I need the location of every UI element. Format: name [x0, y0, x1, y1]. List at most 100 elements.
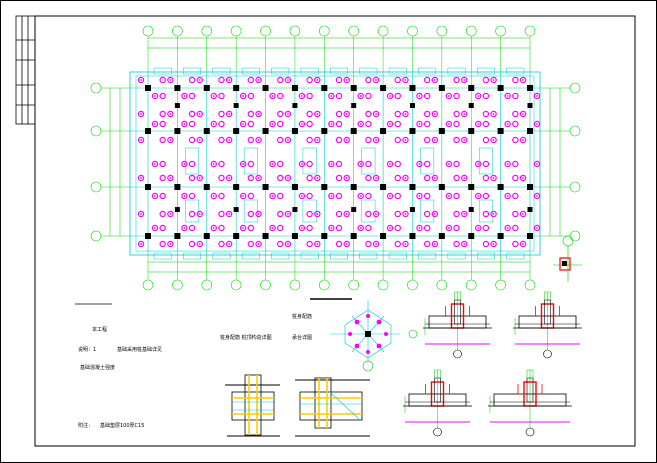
pile-center [477, 227, 480, 229]
pile [504, 192, 511, 200]
pile-cap-elevations [403, 291, 582, 437]
pile-center [330, 95, 333, 97]
pile [461, 210, 468, 218]
pile [306, 210, 313, 218]
pile [533, 192, 541, 200]
pile [402, 110, 409, 118]
axis-bubble [142, 279, 154, 291]
column [468, 233, 475, 239]
pile-center [212, 95, 215, 97]
pile [394, 174, 401, 182]
pile [386, 120, 394, 128]
pile-center [522, 113, 524, 115]
column-cap [434, 369, 441, 379]
title-block [15, 15, 36, 125]
pile [225, 110, 233, 118]
pile [159, 110, 166, 118]
pile-center [140, 177, 142, 179]
pile-center [345, 243, 348, 245]
pile [335, 224, 343, 232]
pile [423, 224, 431, 232]
pile-center [287, 177, 289, 179]
pile-center [375, 177, 377, 179]
pile-center [316, 139, 319, 141]
column [233, 128, 240, 134]
column [350, 233, 357, 239]
pile-center [183, 95, 186, 97]
pile-center [345, 139, 348, 141]
pile-center [257, 177, 260, 179]
pile [475, 192, 482, 200]
pile-center [447, 195, 450, 197]
pile [512, 192, 519, 200]
pile-center [463, 177, 466, 179]
pile [482, 224, 490, 232]
pile [490, 210, 497, 218]
pile-center [359, 195, 362, 197]
column [409, 184, 416, 190]
pile [167, 110, 174, 118]
pile-center [536, 163, 538, 165]
axis-bubble [172, 279, 183, 291]
column [174, 207, 180, 212]
note-pile-type: 基础采用桩基础详见 [117, 347, 163, 353]
pile-center [257, 113, 260, 115]
pile-center [140, 213, 142, 215]
pile [365, 120, 372, 128]
foundation-edge [271, 252, 290, 260]
pile [269, 192, 276, 200]
foundation-edge [271, 67, 290, 75]
pile [533, 120, 541, 128]
pile-center [154, 95, 156, 97]
pile [357, 120, 364, 128]
pile [167, 76, 174, 84]
pile-center [447, 163, 450, 165]
pile-center [375, 243, 377, 245]
column [291, 85, 298, 91]
pile [328, 120, 335, 128]
pile-center [316, 113, 319, 115]
pile-center [404, 139, 407, 141]
pile [423, 240, 431, 248]
pile [431, 110, 439, 118]
pile [453, 110, 460, 118]
pile [151, 192, 159, 200]
pile [512, 76, 519, 84]
axis-bubble [289, 25, 301, 37]
pile [453, 160, 460, 168]
pile [482, 76, 490, 84]
pile [196, 136, 203, 144]
pile-center [389, 95, 391, 97]
pile [482, 160, 490, 168]
pile [453, 76, 460, 84]
pile [218, 192, 225, 200]
pile [343, 76, 350, 84]
pile [277, 192, 284, 200]
pile [159, 192, 166, 200]
pile [247, 224, 255, 232]
pile-center [228, 79, 231, 81]
column [321, 184, 328, 190]
pile [357, 160, 364, 168]
column [203, 85, 210, 91]
pile-center [463, 243, 466, 245]
pile [490, 110, 497, 118]
pile-center [492, 177, 495, 179]
pile-center [536, 123, 538, 125]
pile-center [447, 227, 450, 229]
pile [314, 174, 321, 182]
pile [394, 224, 401, 232]
foundation-edge [418, 67, 437, 75]
pile [181, 224, 188, 232]
pile [482, 210, 490, 218]
pile-center [536, 95, 538, 97]
pile-center [492, 213, 495, 215]
pile-center [169, 113, 172, 115]
pile [239, 160, 247, 168]
pile [277, 210, 284, 218]
column [145, 128, 151, 134]
pile [181, 192, 188, 200]
axis-bubble [90, 230, 102, 242]
foundation-edge [153, 252, 172, 260]
pile [218, 110, 225, 118]
